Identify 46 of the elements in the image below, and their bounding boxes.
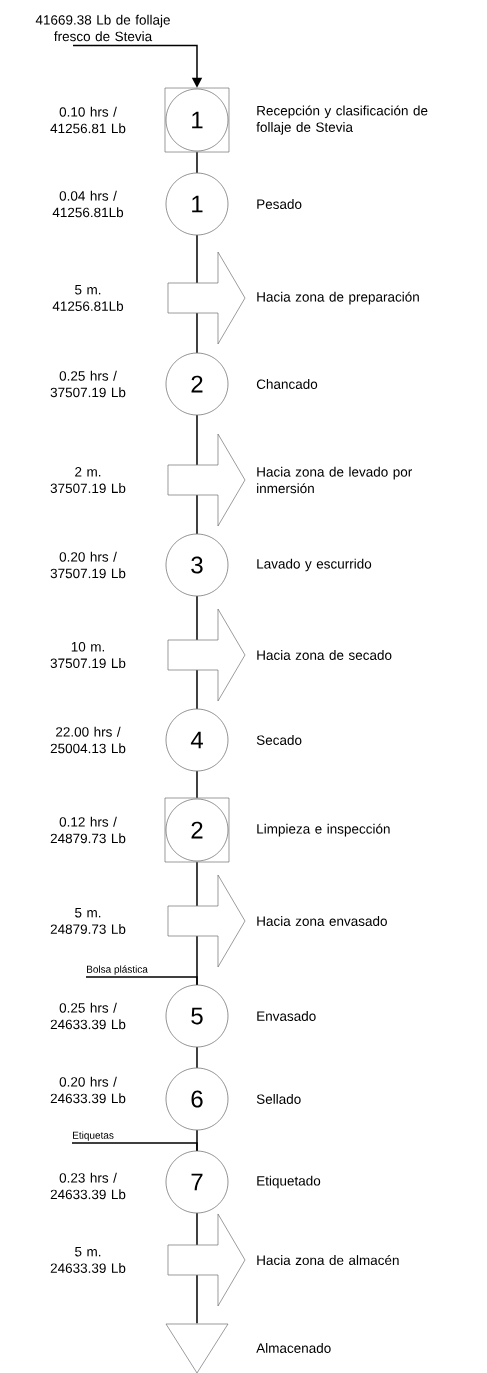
step-description: Hacia zona envasado [257,916,387,926]
flow-line [196,1212,198,1246]
flow-line [196,414,198,466]
time-quantity-label: 0.20 hrs / 37507.19 Lb [50,551,126,579]
time-quantity-label: 22.00 hrs / 25004.13 Lb [50,726,126,754]
time-quantity-label: 5 m. 24879.73 Lb [50,908,126,934]
time-quantity-label: 0.23 hrs / 24633.39 Lb [50,1172,126,1200]
time-quantity-label: 5 m. 41256.81Lb [52,285,124,311]
step-description: Chancado [256,379,318,389]
flow-line [196,1274,198,1324]
flow-line [196,595,198,641]
step-description: Hacia zona de preparación [257,291,419,305]
step-description: Limpieza e inspección [257,823,390,837]
flow-line [196,494,198,535]
step-description: Recepción y clasificación de follaje de Stevia [256,105,428,135]
step-description: Pesado [257,199,302,209]
flow-line [196,1046,198,1069]
step-description: Sellado [256,1094,301,1104]
step-description: Hacia zona de levado por inmersión [257,466,412,494]
flow-line [196,234,198,284]
input-label: 41669.38 Lb de follaje fresco de Stevia [35,14,170,42]
time-quantity-label: 0.10 hrs / 41256.81 Lb [50,106,126,134]
step-description: Almacenado [256,1343,331,1353]
input-label: Etiquetas [73,1131,114,1141]
time-quantity-label: 0.20 hrs / 24633.39 Lb [50,1076,126,1104]
flow-line [196,312,198,354]
time-quantity-label: 10 m. 37507.19 Lb [50,642,126,669]
time-quantity-label: 0.25 hrs / 24633.39 Lb [50,1002,126,1030]
time-quantity-label: 5 m. 24633.39 Lb [50,1247,126,1273]
time-quantity-label: 0.12 hrs / 24879.73 Lb [50,816,126,844]
step-description: Secado [256,735,302,745]
time-quantity-label: 0.04 hrs / 41256.81Lb [52,190,124,218]
step-description: Hacia zona de almacén [257,1254,399,1266]
time-quantity-label: 2 m. 37507.19 Lb [50,467,126,494]
flow-line [196,669,198,710]
step-description: Hacia zona de secado [257,650,392,660]
flow-line [196,151,198,174]
flow-line [196,770,198,799]
input-line [85,976,198,986]
input-label: Bolsa plástica [87,965,148,975]
step-description: Etiquetado [257,1175,321,1189]
input-line [71,1142,198,1152]
time-quantity-label: 0.25 hrs / 37507.19 Lb [50,370,126,398]
step-description: Envasado [257,1011,316,1021]
flow-line [196,861,198,907]
step-description: Lavado y escurrido [257,558,372,572]
